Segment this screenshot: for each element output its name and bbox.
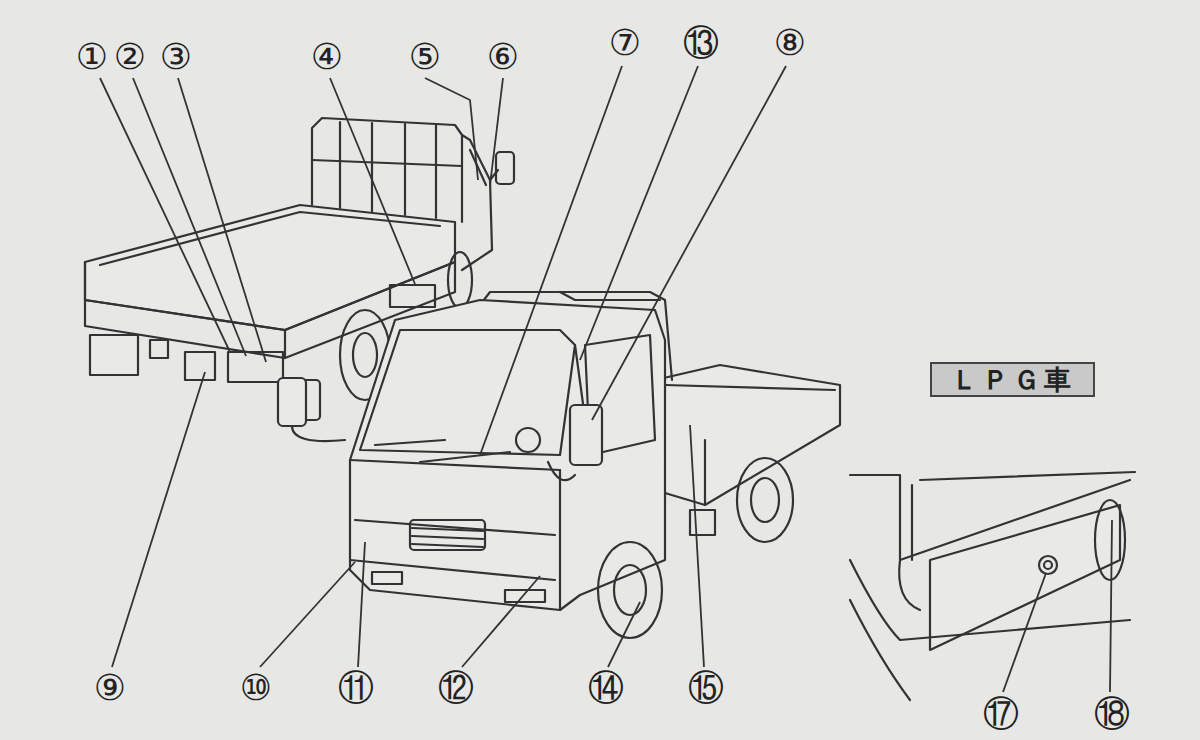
callout-number: ⑮ [688, 670, 724, 706]
callout-number: ⑪ [338, 670, 374, 706]
callout-number: ⑬ [683, 25, 719, 61]
callout-number: ⑩ [240, 670, 272, 706]
callout-number: ⑥ [487, 39, 519, 75]
callout-number: ④ [311, 39, 343, 75]
box-label: ＬＰＧ車 [951, 362, 1075, 398]
callout-number: ⑰ [983, 696, 1019, 732]
callout-number: ① [76, 39, 108, 75]
callout-number: ⑭ [588, 670, 624, 706]
callout-number: ⑨ [94, 670, 126, 706]
callout-number: ③ [160, 39, 192, 75]
label-box: ＬＰＧ車 [930, 362, 1095, 397]
callout-number: ② [114, 39, 146, 75]
callout-number: ⑦ [609, 25, 641, 61]
callout-number: ⑫ [438, 670, 474, 706]
callout-number: ⑤ [409, 39, 441, 75]
callout-number: ⑧ [774, 25, 806, 61]
callout-number: ⑱ [1094, 696, 1130, 732]
